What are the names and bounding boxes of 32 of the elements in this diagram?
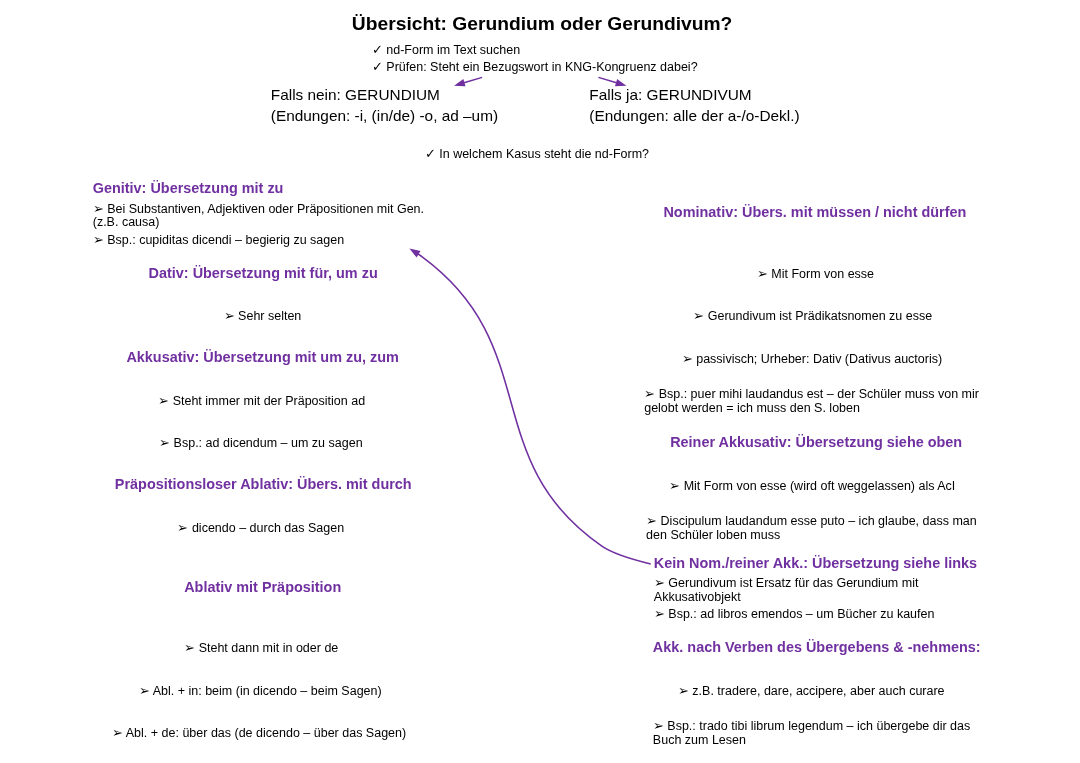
label: ➢ Bsp.: puer mihi laudandus est – der Schüler muss von mir gelobt werden = ich muss den S. loben [643, 387, 979, 415]
label: Akkusativ: Übersetzung mit um zu, zum [125, 349, 399, 366]
label: ➢ Abl. + de: über das (de dicendo – über das Sagen) [111, 726, 406, 741]
diagram-title: Übersicht: Gerundium oder Gerundivum? [351, 13, 732, 35]
label: ➢ Mit Form von esse (wird oft weggelassen) als AcI [668, 478, 955, 493]
label: Nominativ: Übers. mit müssen / nicht dürfen [662, 204, 966, 221]
arrow [408, 248, 651, 565]
node-text: Falls nein: GERUNDIUM (Endungen: -i, (in/de) -o, ad –um) [270, 86, 498, 125]
label: ➢ Bsp.: trado tibi librum legendum – ich übergebe dir das Buch zum Lesen [652, 719, 970, 747]
label: ➢ Mit Form von esse [756, 266, 874, 281]
label: ➢ Gerundivum ist Prädikatsnomen zu esse [692, 309, 932, 324]
label: Präpositionsloser Ablativ: Übers. mit durch [114, 476, 412, 493]
label: ➢ Abl. + in: beim (in dicendo – beim Sagen) [138, 683, 382, 698]
label: ➢ z.B. tradere, dare, accipere, aber auch curare [677, 683, 945, 698]
label: Reiner Akkusativ: Übersetzung siehe oben [669, 433, 962, 450]
arrow [453, 76, 483, 87]
label: Ablativ mit Präposition [183, 578, 341, 595]
label: Dativ: Übersetzung mit für, um zu [148, 264, 378, 281]
label: ➢ Discipulum laudandum esse puto – ich glaube, dass man den Schüler loben muss [645, 514, 977, 542]
node-text: Falls ja: GERUNDIVUM (Endungen: alle der a-/o-Dekl.) [588, 86, 800, 125]
node-text: Kein Nom./reiner Akk.: Übersetzung siehe links ➢ Gerundivum ist Ersatz für das Gerundium mit Akkusativobjekt ➢ Bsp.: ad libros emendos – um Bücher zu kaufen [653, 554, 977, 622]
label: ➢ dicendo – durch das Sagen [176, 521, 344, 536]
label: ➢ passivisch; Urheber: Dativ (Dativus auctoris) [681, 351, 942, 366]
label: ➢ Bsp.: ad dicendum – um zu sagen [158, 436, 363, 451]
node-text: Genitiv: Übersetzung mit zu ➢ Bei Substantiven, Adjektiven oder Präpositionen mit Gen. (z.B. causa) ➢ Bsp.: cupiditas dicendi – begierig zu sagen [92, 180, 424, 247]
label: Akk. nach Verben des Übergebens & -nehmens: [652, 638, 981, 655]
label: ➢ Steht dann mit in oder de [183, 641, 338, 656]
arrow [597, 76, 626, 87]
label: ✓ In welchem Kasus steht die nd-Form? [424, 146, 649, 161]
label: ➢ Steht immer mit der Präposition ad [157, 393, 365, 408]
node-text: ✓ nd-Form im Text suchen ✓ Prüfen: Steht ein Bezugswort in KNG-Kongruenz dabei? [371, 42, 698, 75]
label: ➢ Sehr selten [223, 309, 301, 324]
